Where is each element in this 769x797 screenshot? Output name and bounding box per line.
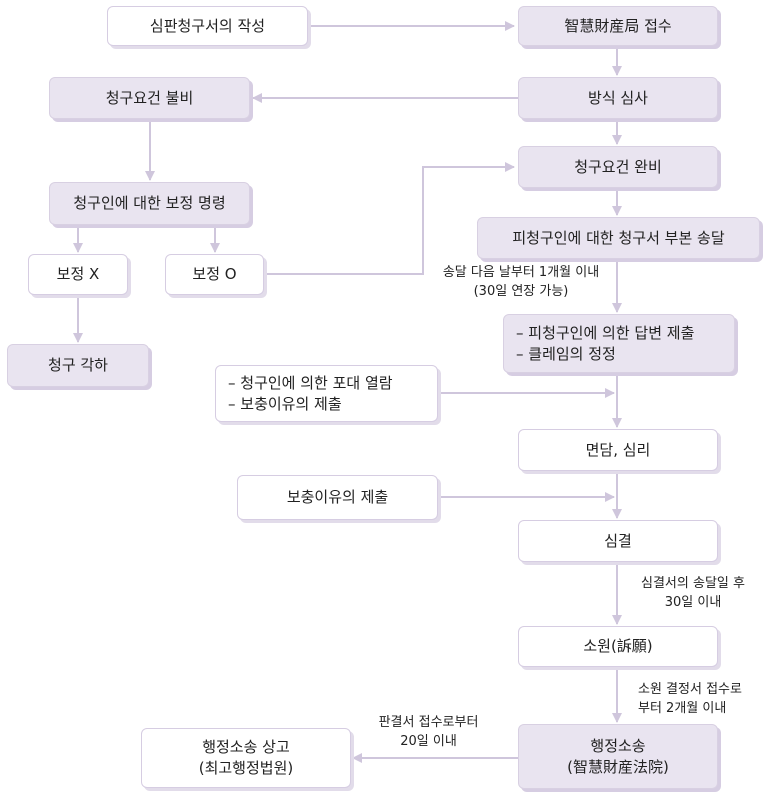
admin-appeal-label: 행정소송 상고 bbox=[202, 738, 290, 756]
note-after-appeal-line1: 소원 결정서 접수로 bbox=[638, 682, 742, 697]
respondent-submission-box: – 피청구인에 의한 답변 제출 – 클레임의 정정 bbox=[503, 314, 735, 373]
claim-correction-item: – 클레임의 정정 bbox=[516, 344, 616, 363]
formality-exam-box: 방식 심사 bbox=[518, 77, 718, 119]
decision-label: 심결 bbox=[604, 531, 632, 550]
admin-appeal-box: 행정소송 상고 (최고행정법원) bbox=[141, 728, 351, 788]
copy-service-box: 피청구인에 대한 청구서 부본 송달 bbox=[477, 217, 760, 259]
note-after-decision-line1: 심결서의 송달일 후 bbox=[641, 576, 745, 591]
correction-no-box: 보정 X bbox=[28, 254, 128, 295]
requirements-incomplete-label: 청구요건 불비 bbox=[105, 88, 194, 107]
note-after-service-line2: (30일 연장 가능) bbox=[473, 284, 569, 299]
appeal-box: 소원(訴願) bbox=[518, 626, 718, 667]
supplement-reasons-box: 보충이유의 제출 bbox=[237, 475, 438, 520]
note-after-service: 송달 다음 날부터 1개월 이내 (30일 연장 가능) bbox=[426, 263, 616, 301]
requirements-complete-label: 청구요건 완비 bbox=[574, 157, 662, 176]
note-after-decision: 심결서의 송달일 후 30일 이내 bbox=[628, 574, 758, 612]
requirements-complete-box: 청구요건 완비 bbox=[518, 146, 718, 188]
petition-writing-box: 심판청구서의 작성 bbox=[107, 6, 308, 46]
hearing-label: 면담, 심리 bbox=[585, 440, 651, 459]
note-after-service-line1: 송달 다음 날부터 1개월 이내 bbox=[442, 265, 600, 280]
petition-writing-label: 심판청구서의 작성 bbox=[149, 16, 266, 35]
note-after-appeal: 소원 결정서 접수로 부터 2개월 이내 bbox=[638, 680, 766, 718]
correction-order-box: 청구인에 대한 보정 명령 bbox=[49, 182, 250, 225]
admin-litigation-box: 행정소송 (智慧財産法院) bbox=[518, 724, 718, 789]
hearing-box: 면담, 심리 bbox=[518, 429, 718, 471]
petitioner-submission-box: – 청구인에 의한 포대 열람 – 보충이유의 제출 bbox=[215, 365, 438, 422]
note-after-appeal-line2: 부터 2개월 이내 bbox=[638, 701, 727, 716]
dismissal-box: 청구 각하 bbox=[7, 344, 149, 387]
supplement-reasons-label: 보충이유의 제출 bbox=[286, 488, 389, 506]
note-after-judgment-line1: 판결서 접수로부터 bbox=[378, 715, 479, 730]
supplement-reasons-item: – 보충이유의 제출 bbox=[228, 394, 342, 413]
file-inspection-item: – 청구인에 의한 포대 열람 bbox=[228, 373, 393, 392]
respondent-answer-item: – 피청구인에 의한 답변 제출 bbox=[516, 323, 695, 342]
note-after-decision-line2: 30일 이내 bbox=[664, 595, 722, 610]
ip-court-label: (智慧財産法院) bbox=[567, 757, 669, 776]
correction-yes-label: 보정 O bbox=[192, 265, 237, 283]
dismissal-label: 청구 각하 bbox=[48, 356, 108, 374]
correction-yes-box: 보정 O bbox=[165, 254, 264, 295]
note-after-judgment: 판결서 접수로부터 20일 이내 bbox=[366, 713, 491, 751]
correction-no-label: 보정 X bbox=[56, 265, 100, 283]
note-after-judgment-line2: 20일 이내 bbox=[400, 734, 457, 749]
copy-service-label: 피청구인에 대한 청구서 부본 송달 bbox=[512, 228, 725, 247]
formality-exam-label: 방식 심사 bbox=[588, 88, 648, 107]
correction-order-label: 청구인에 대한 보정 명령 bbox=[73, 194, 226, 212]
requirements-incomplete-box: 청구요건 불비 bbox=[49, 77, 250, 119]
arrow-yes-to-complete bbox=[264, 162, 515, 275]
ipo-receipt-box: 智慧財産局 접수 bbox=[518, 6, 718, 46]
appeal-label: 소원(訴願) bbox=[583, 637, 653, 655]
ipo-receipt-label: 智慧財産局 접수 bbox=[564, 16, 672, 35]
decision-box: 심결 bbox=[518, 520, 718, 562]
supreme-court-label: (최고행정법원) bbox=[198, 759, 294, 777]
admin-litigation-label: 행정소송 bbox=[590, 736, 646, 755]
